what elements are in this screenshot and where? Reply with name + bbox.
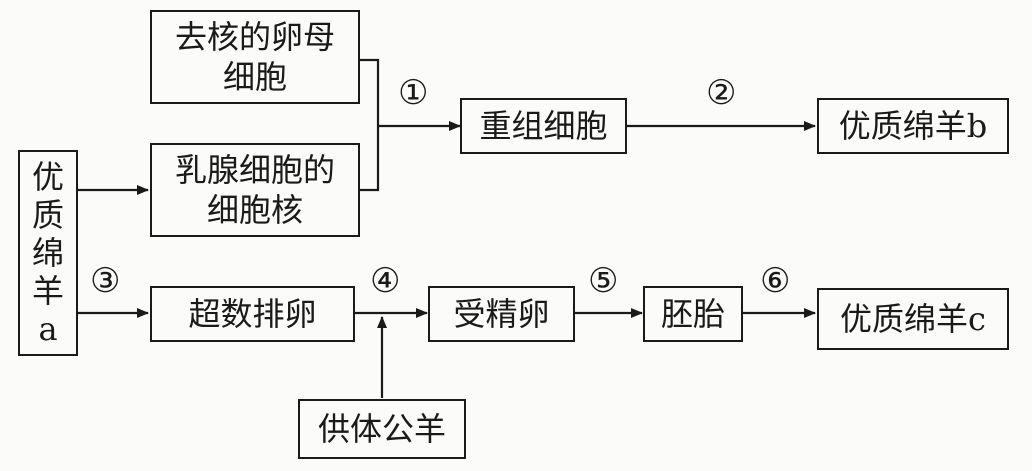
donor-ram-box: 供体公羊 (298, 399, 466, 459)
sheep-c-label: 优质绵羊c (840, 300, 986, 338)
step-5-label: ⑤ (588, 261, 619, 301)
mammary-nucleus-line2: 细胞核 (206, 191, 303, 229)
sheep-a-char: 质 (31, 196, 64, 234)
recombinant-cell-label: 重组细胞 (479, 107, 608, 145)
sheep-b-label: 优质绵羊b (838, 107, 988, 145)
embryo-label: 胚胎 (660, 295, 725, 333)
fertilized-egg-label: 受精卵 (453, 295, 550, 333)
sheep-a-char: 绵 (31, 234, 64, 272)
enucleated-egg-line2: 细胞 (222, 58, 287, 96)
sheep-b-box: 优质绵羊b (817, 98, 1009, 154)
fertilized-egg-box: 受精卵 (428, 286, 575, 342)
donor-ram-label: 供体公羊 (317, 410, 446, 448)
embryo-box: 胚胎 (643, 286, 743, 342)
step-6-label: ⑥ (760, 261, 791, 301)
recombinant-cell-box: 重组细胞 (460, 98, 627, 154)
step-3-label: ③ (90, 261, 121, 301)
step-2-label: ② (706, 73, 737, 113)
superovulation-label: 超数排卵 (188, 295, 317, 333)
mammary-nucleus-box: 乳腺细胞的 细胞核 (150, 143, 360, 237)
bracket-connector (360, 58, 380, 192)
sheep-a-box: 优 质 绵 羊 a (18, 150, 78, 356)
enucleated-egg-line1: 去核的卵母 (174, 18, 335, 56)
sheep-a-char: a (38, 310, 58, 348)
superovulation-box: 超数排卵 (150, 286, 355, 342)
sheep-a-char: 优 (31, 158, 64, 196)
enucleated-egg-box: 去核的卵母 细胞 (150, 10, 360, 104)
sheep-a-char: 羊 (31, 272, 64, 310)
sheep-c-box: 优质绵羊c (817, 288, 1009, 350)
step-4-label: ④ (370, 261, 401, 301)
step-1-label: ① (398, 73, 429, 113)
mammary-nucleus-line1: 乳腺细胞的 (174, 151, 335, 189)
